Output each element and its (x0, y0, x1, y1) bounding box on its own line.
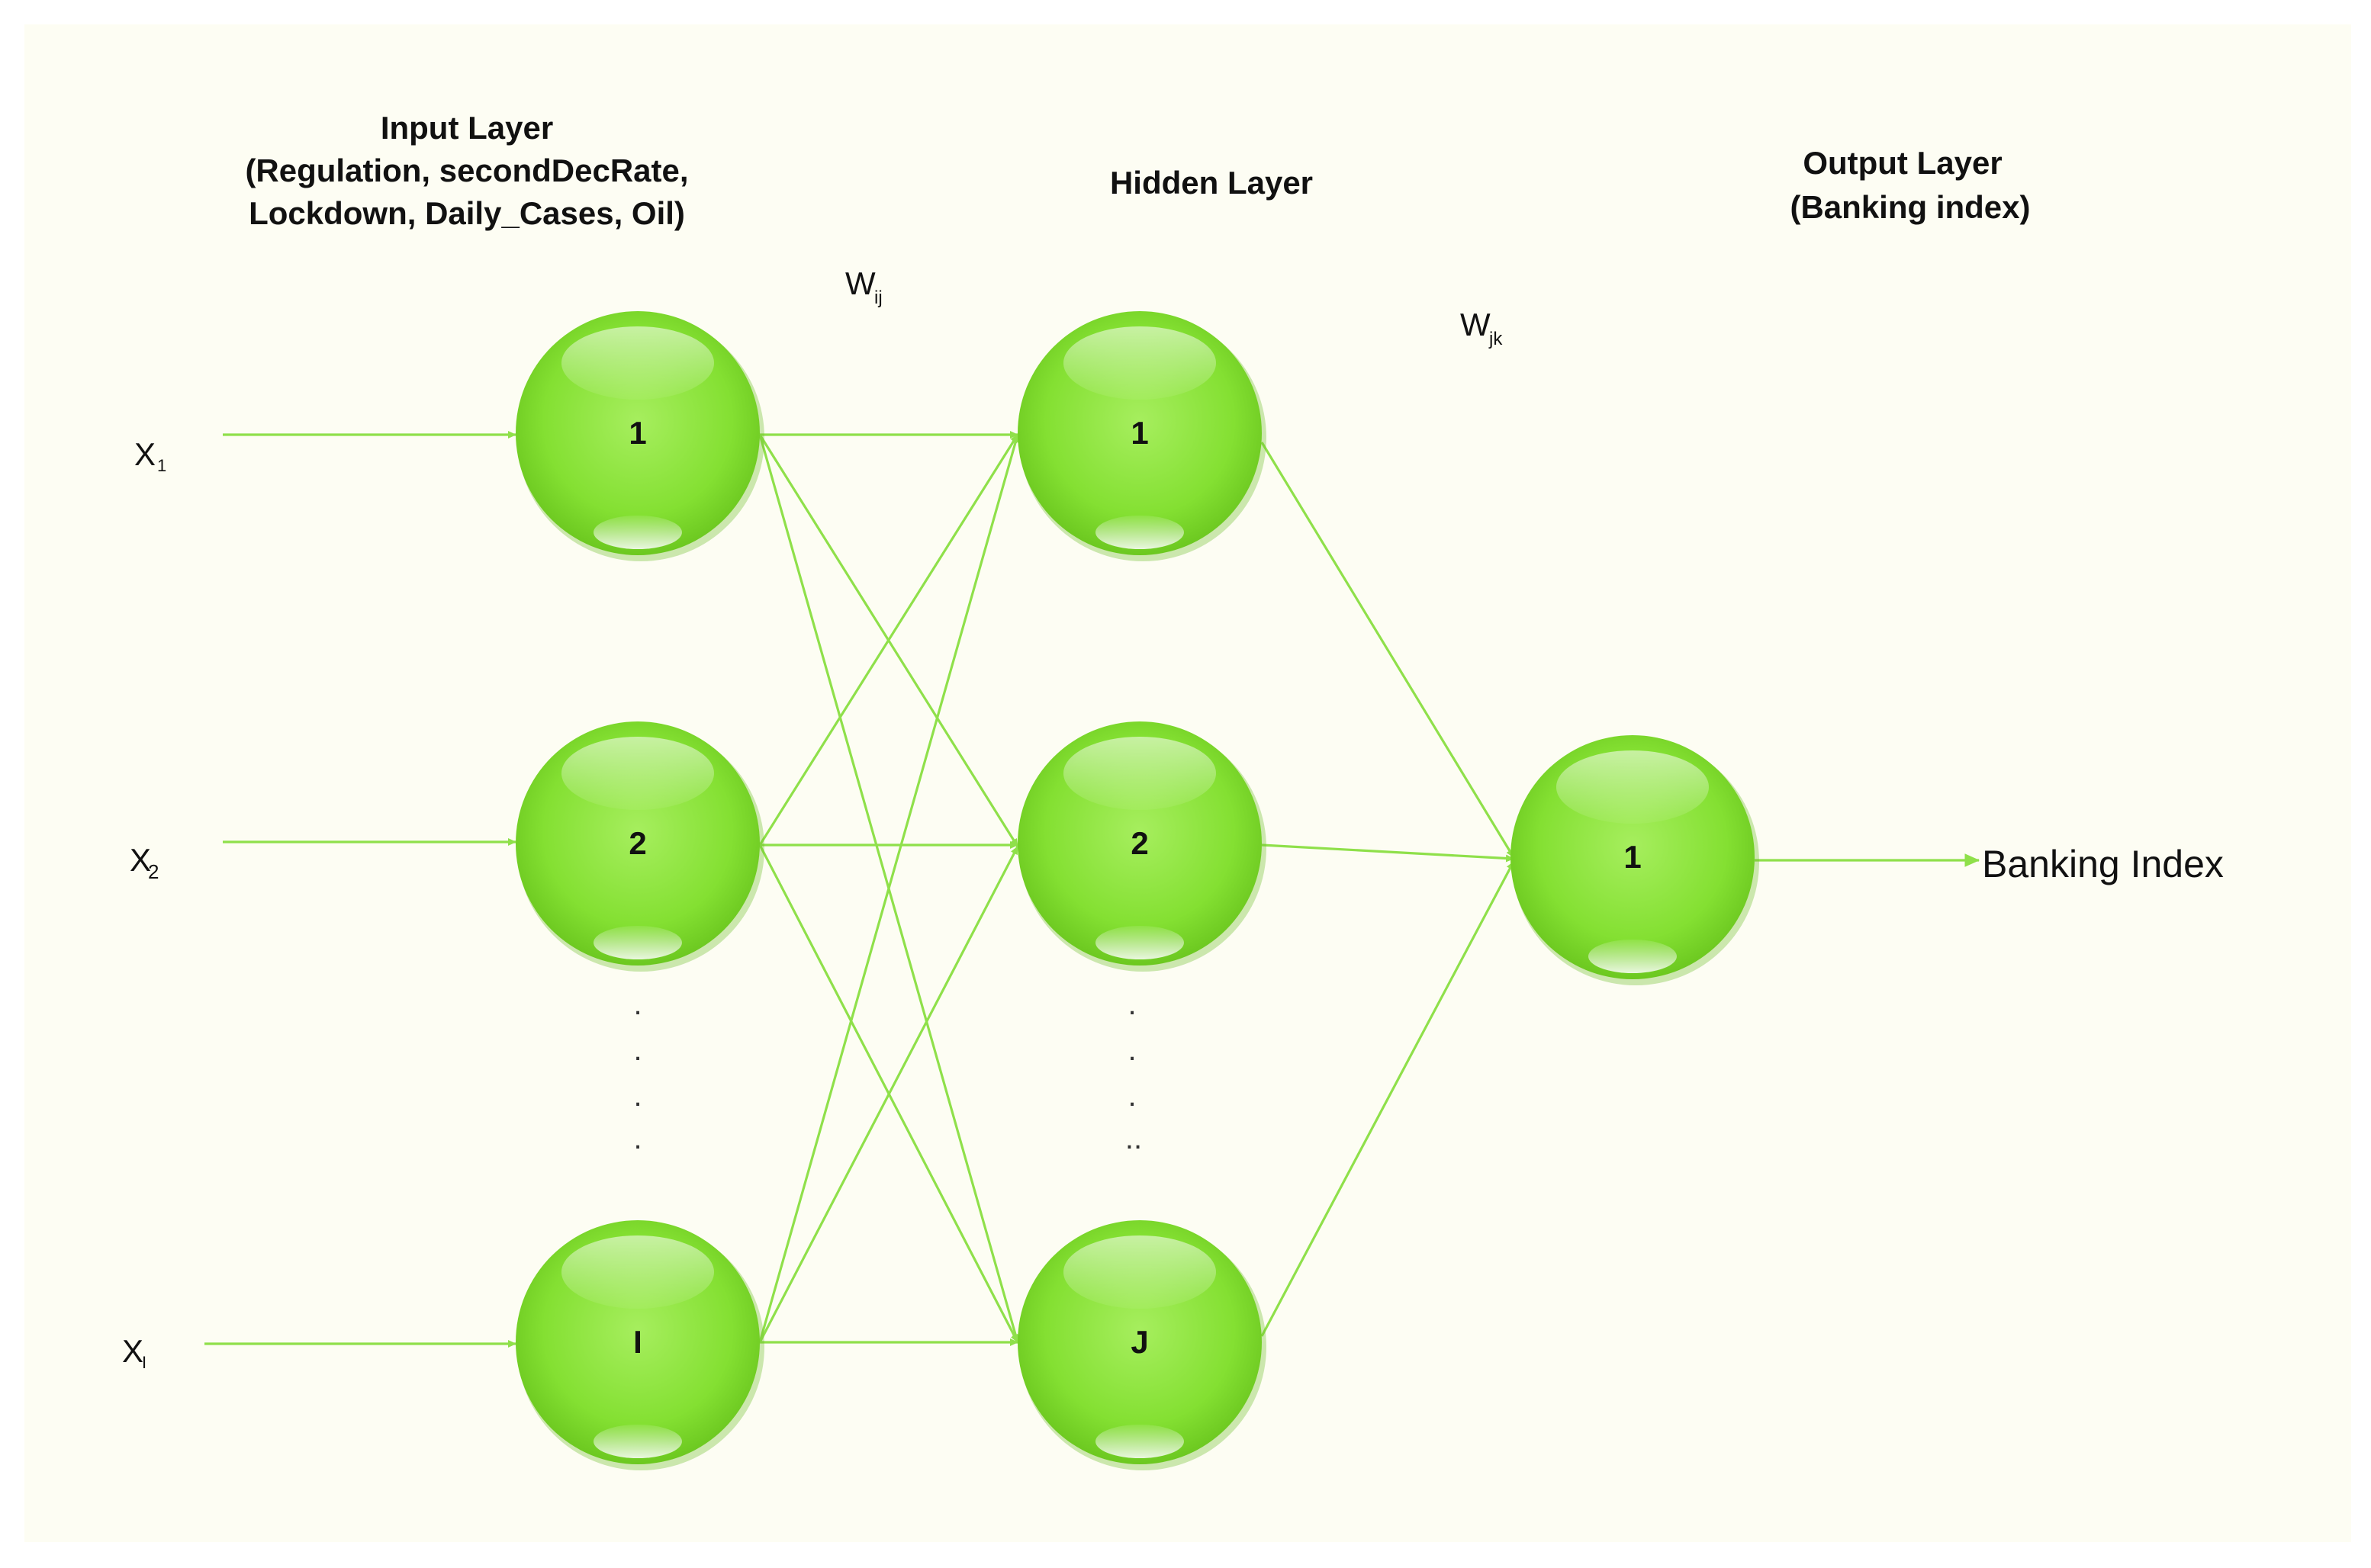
edge-iI-h2 (758, 846, 1019, 1343)
hidden-dot-4: .. (1125, 1122, 1142, 1155)
hidden-output-connections (1260, 442, 1515, 1337)
edge-iI-h1 (758, 434, 1020, 1343)
input-node-I-label: I (633, 1324, 642, 1360)
output-layer-title: Output Layer (1803, 145, 2002, 181)
weight-label-ij: W ij (845, 265, 883, 308)
hidden-dot-1: . (1128, 988, 1136, 1021)
weight-ij-base: W (845, 265, 876, 301)
input-x1-sub: 1 (157, 456, 166, 475)
hidden-node-J: J (1018, 1220, 1266, 1470)
edge-h1-o1 (1260, 442, 1515, 858)
edge-h2-o1 (1261, 843, 1514, 863)
input-x2-base: X (130, 842, 151, 878)
input-layer-subtitle-line1: (Regulation, secondDecRate, (245, 153, 688, 188)
hidden-node-2-label: 2 (1131, 825, 1148, 861)
hidden-node-1-label: 1 (1131, 415, 1148, 451)
weight-jk-sub: jk (1488, 329, 1503, 349)
hidden-ellipsis: . . . .. (1125, 988, 1142, 1155)
output-node-1: 1 (1510, 735, 1759, 985)
hidden-dot-2: . (1128, 1033, 1136, 1067)
weight-jk-base: W (1460, 307, 1491, 342)
input-dot-4: . (633, 1122, 642, 1155)
input-node-1-label: 1 (629, 415, 646, 451)
hidden-node-1: 1 (1018, 311, 1266, 561)
input-ellipsis: . . . . (633, 988, 642, 1155)
input-dot-1: . (633, 988, 642, 1021)
input-layer-subtitle-line2: Lockdown, Daily_Cases, Oil) (249, 195, 685, 231)
output-label: Banking Index (1982, 843, 2224, 885)
edge-hJ-o1 (1260, 861, 1515, 1337)
output-layer-subtitle: (Banking index) (1790, 189, 2030, 225)
input-label-x1: X 1 (134, 436, 166, 475)
input-layer-heading: Input Layer (Regulation, secondDecRate, … (245, 110, 688, 231)
input-hidden-connections (758, 431, 1020, 1346)
hidden-node-2: 2 (1018, 721, 1266, 972)
weight-label-jk: W jk (1460, 307, 1503, 349)
input-xI-base: X (122, 1333, 143, 1369)
input-label-xI: X I (122, 1333, 146, 1372)
input-layer-title: Input Layer (381, 110, 553, 146)
hidden-dot-3: . (1128, 1079, 1136, 1113)
weight-ij-sub: ij (874, 288, 883, 308)
input-x1-base: X (134, 436, 156, 472)
hidden-node-J-label: J (1131, 1324, 1148, 1360)
output-layer-heading: Output Layer (Banking index) (1790, 145, 2030, 225)
input-label-x2: X 2 (130, 842, 159, 883)
input-xI-sub: I (142, 1353, 146, 1372)
hidden-layer-title: Hidden Layer (1110, 165, 1313, 201)
input-x2-sub: 2 (148, 860, 159, 883)
input-dot-2: . (633, 1033, 642, 1067)
input-node-2: 2 (516, 721, 764, 972)
input-node-1: 1 (516, 311, 764, 561)
input-dot-3: . (633, 1079, 642, 1113)
input-node-I: I (516, 1220, 764, 1470)
edge-i2-h1 (758, 434, 1019, 846)
output-node-1-label: 1 (1623, 839, 1641, 875)
input-node-2-label: 2 (629, 825, 646, 861)
input-arrows (204, 431, 516, 1348)
